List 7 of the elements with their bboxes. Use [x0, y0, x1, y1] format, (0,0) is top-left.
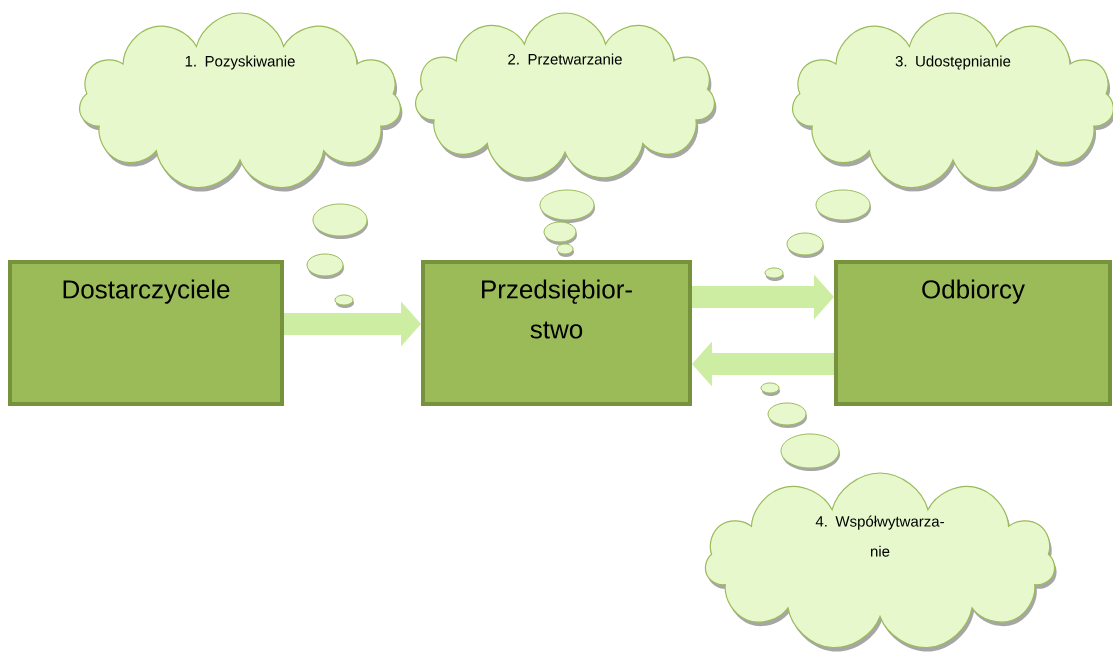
process-box: Dostarczyciele: [8, 260, 284, 406]
thought-cloud: 4. Współwytwarza- nie: [704, 472, 1057, 652]
process-box: Przedsiębior- stwo: [421, 260, 692, 406]
thought-cloud: 1. Pozyskiwanie: [79, 12, 403, 192]
process-box: Odbiorcy: [834, 260, 1112, 406]
thought-cloud: 2. Przetwarzanie: [414, 12, 717, 182]
thought-cloud: 3. Udostępnianie: [792, 12, 1113, 192]
